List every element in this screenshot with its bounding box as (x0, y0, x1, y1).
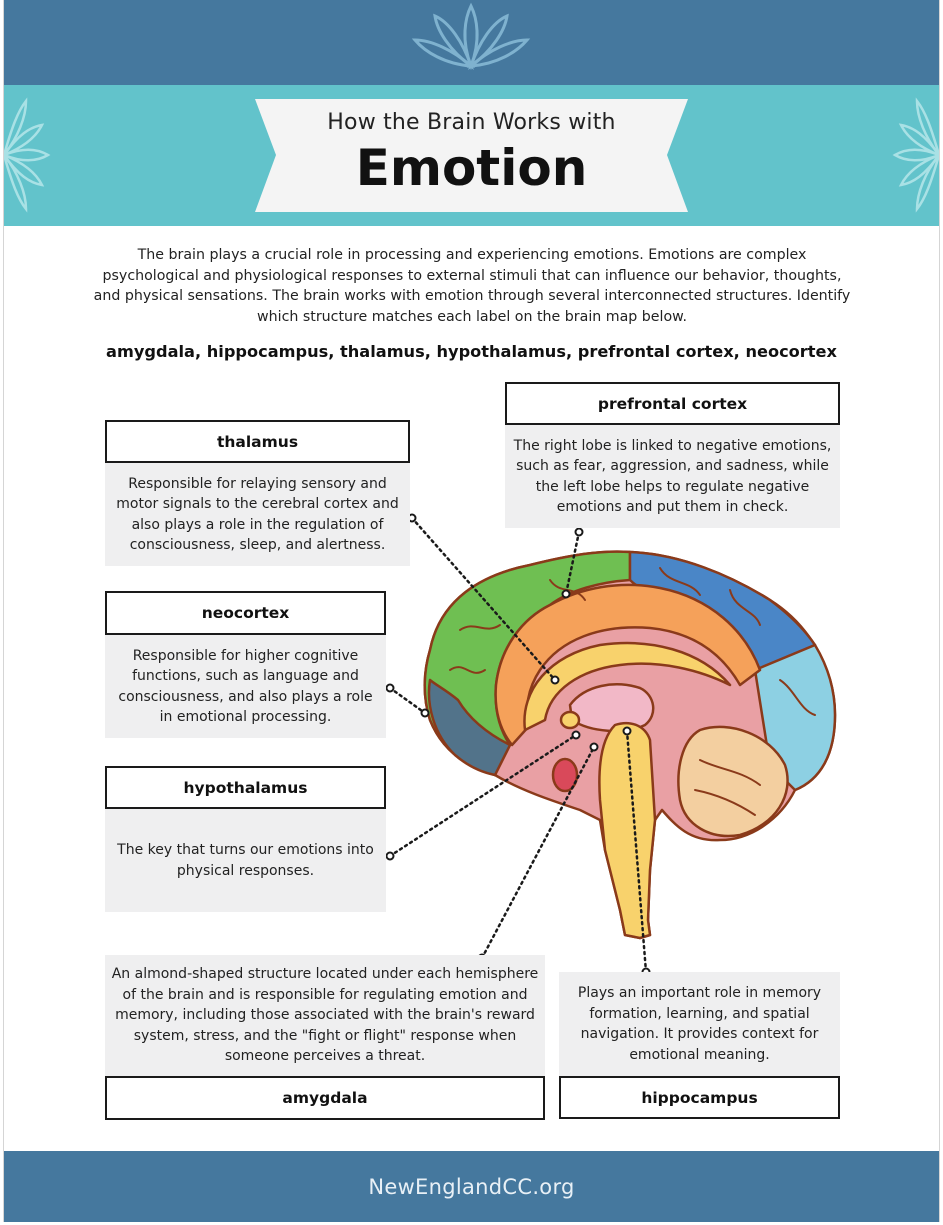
hypothalamus-description: The key that turns our emotions into phy… (105, 809, 386, 912)
word-bank: amygdala, hippocampus, thalamus, hypotha… (106, 342, 837, 361)
right-flower-ornament-icon (892, 97, 939, 213)
hypothalamus-region (559, 710, 581, 730)
page-subtitle: How the Brain Works with (327, 110, 616, 135)
amygdala-label: amygdala (105, 1076, 545, 1120)
left-flower-ornament-icon (4, 97, 51, 213)
footer-bar: NewEnglandCC.org (4, 1151, 939, 1222)
thalamus-region (568, 683, 655, 733)
brainstem (598, 721, 657, 940)
top-bar (4, 0, 939, 85)
hippocampus-description: Plays an important role in memory format… (559, 972, 840, 1076)
prefrontal-cortex-description: The right lobe is linked to negative emo… (505, 425, 840, 528)
brain-illustration (423, 550, 837, 940)
neocortex-description: Responsible for higher cognitive functio… (105, 635, 386, 738)
corpus-callosum (523, 641, 732, 732)
page-title: Emotion (355, 139, 588, 197)
cerebellum (677, 725, 789, 838)
hippocampus-label: hippocampus (559, 1076, 840, 1119)
thalamus-description: Responsible for relaying sensory and mot… (105, 463, 410, 566)
footer-url[interactable]: NewEnglandCC.org (368, 1174, 575, 1199)
amygdala-region (551, 757, 579, 793)
prefrontal-cortex-label: prefrontal cortex (505, 382, 840, 425)
hypothalamus-label: hypothalamus (105, 766, 386, 809)
thalamus-label: thalamus (105, 420, 410, 463)
intro-paragraph: The brain plays a crucial role in proces… (93, 247, 851, 325)
neocortex-label: neocortex (105, 591, 386, 635)
title-banner: How the Brain Works with Emotion (255, 99, 688, 212)
amygdala-description: An almond-shaped structure located under… (105, 955, 545, 1076)
flower-ornament-icon (411, 2, 531, 71)
